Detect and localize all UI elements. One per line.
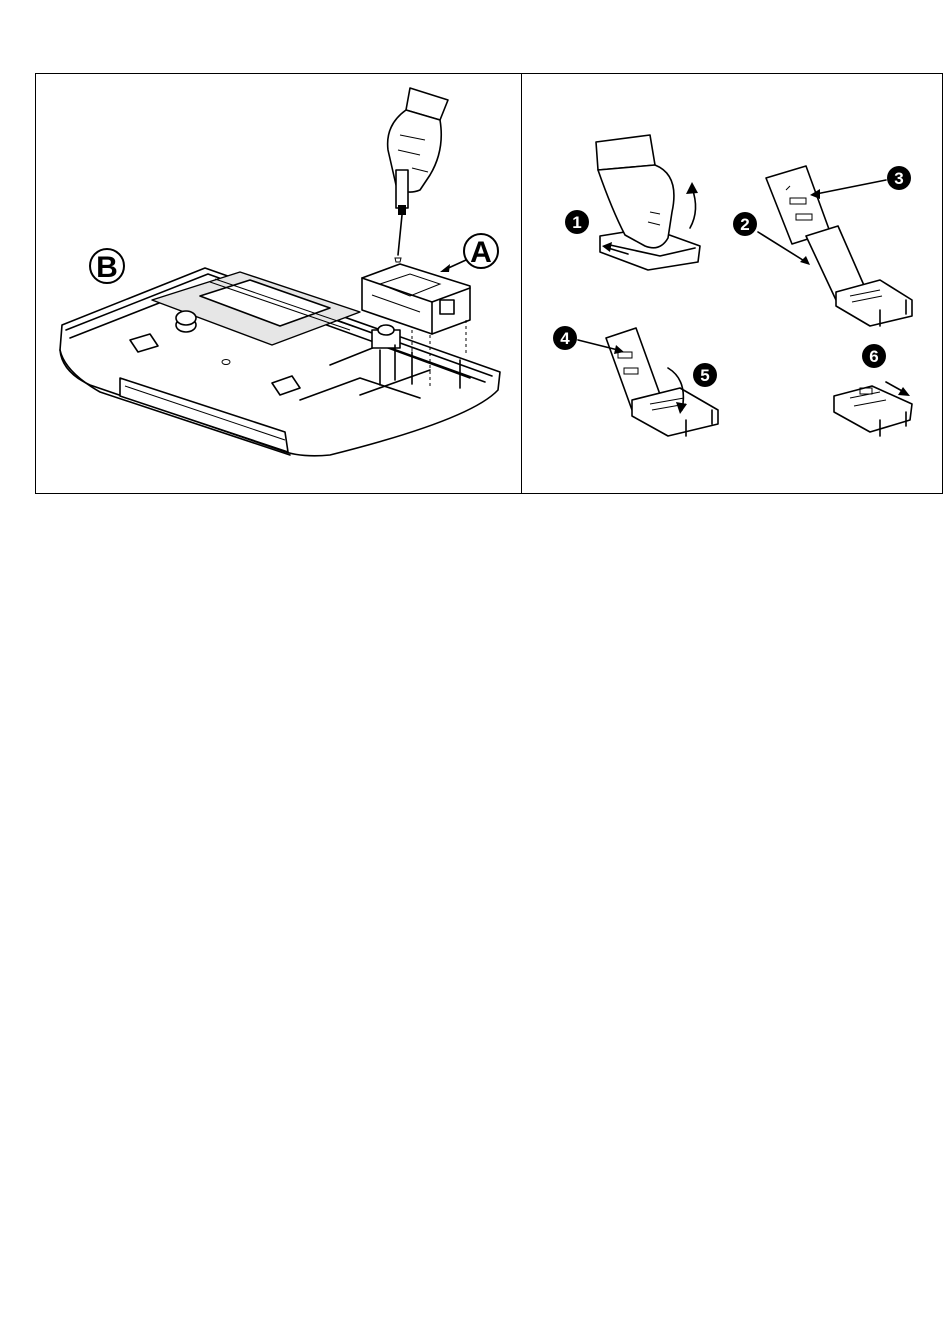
svg-text:5: 5 (700, 366, 709, 385)
step-6-badge: 6 (862, 344, 886, 368)
svg-text:1: 1 (572, 213, 581, 232)
step-1-badge: 1 (565, 210, 589, 234)
sim-holder-icon (596, 135, 700, 270)
svg-text:B: B (96, 251, 118, 284)
svg-text:2: 2 (740, 215, 749, 234)
step-3-badge: 3 (810, 166, 911, 199)
svg-text:4: 4 (560, 329, 570, 348)
step-5-badge: 5 (693, 363, 717, 387)
hand-with-screwdriver-icon (388, 88, 448, 262)
svg-text:6: 6 (869, 347, 878, 366)
svg-text:A: A (470, 236, 492, 269)
svg-text:3: 3 (894, 169, 903, 188)
sim-holder-icon (834, 382, 912, 436)
callout-a: A (440, 234, 498, 272)
callout-b: B (90, 249, 124, 284)
sim-holder-icon (806, 226, 912, 326)
